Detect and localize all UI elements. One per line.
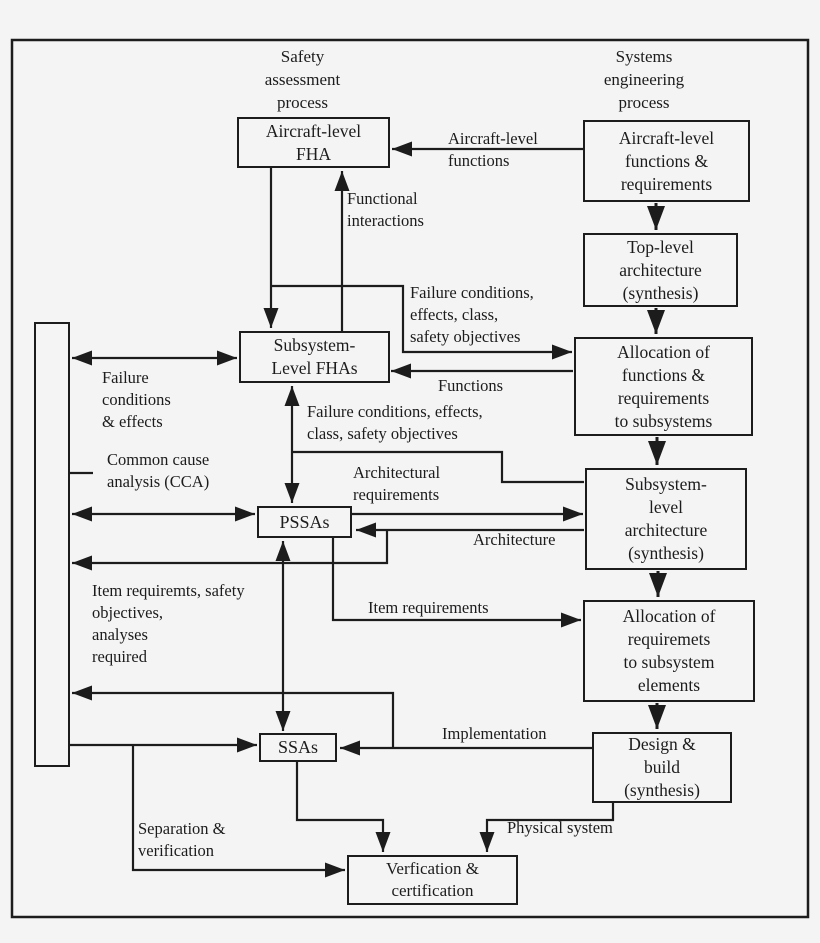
box-top-level-architecture: Top-level architecture (synthesis) — [583, 233, 738, 307]
box-aircraft-functions-requirements: Aircraft-level functions & requirements — [583, 120, 750, 202]
box-verification-certification: Verfication & certification — [347, 855, 518, 905]
label-item-requirements: Item requirements — [368, 598, 489, 617]
connector-architecture-to-cca — [72, 530, 389, 571]
connector-separation-verification — [131, 745, 345, 878]
safety-process-header: Safety assessment process — [264, 47, 341, 112]
label-architecture: Architecture — [473, 530, 556, 549]
common-cause-analysis-box — [34, 322, 70, 767]
box-allocation-requirements: Allocation of requiremets to subsystem e… — [583, 600, 755, 702]
box-allocation-functions: Allocation of functions & requirements t… — [574, 337, 753, 436]
label-failure-conditions-upper: Failure conditions, effects, class, safe… — [410, 283, 534, 346]
label-item-requirements-safety: Item requiremts, safety objectives, anal… — [92, 581, 245, 666]
label-implementation: Implementation — [442, 724, 547, 743]
connector-ssas-to-verification — [295, 762, 391, 852]
label-failure-conditions-effects: Failure conditions & effects — [102, 368, 171, 431]
connector-failure-conditions-to-subsysarch — [292, 450, 584, 484]
box-design-build: Design & build (synthesis) — [592, 732, 732, 803]
diagram-frame — [10, 38, 810, 919]
box-subsystem-level-architecture: Subsystem- level architecture (synthesis… — [585, 468, 747, 570]
box-subsystem-level-fhas: Subsystem- Level FHAs — [239, 331, 390, 383]
systems-process-header: Systems engineering process — [603, 47, 685, 112]
box-pssas: PSSAs — [257, 506, 352, 538]
label-aircraft-level-functions: Aircraft-level functions — [448, 129, 538, 170]
label-separation-verification: Separation & verification — [138, 819, 226, 860]
box-aircraft-level-fha: Aircraft-level FHA — [237, 117, 390, 168]
label-common-cause-analysis: Common cause analysis (CCA) — [107, 450, 210, 491]
label-functional-interactions: Functional interactions — [347, 189, 424, 230]
label-functions: Functions — [438, 376, 504, 395]
connector-failure-conditions-to-allocation — [271, 284, 572, 360]
label-physical-system: Physical system — [507, 818, 613, 837]
box-ssas: SSAs — [259, 733, 337, 762]
label-failure-conditions-lower: Failure conditions, effects, class, safe… — [307, 402, 483, 443]
connector-implementation-to-cca — [72, 685, 395, 748]
connector-physical-system — [479, 802, 615, 852]
label-architectural-requirements: Architectural requirements — [353, 463, 441, 504]
connector-item-requirements — [331, 538, 581, 628]
